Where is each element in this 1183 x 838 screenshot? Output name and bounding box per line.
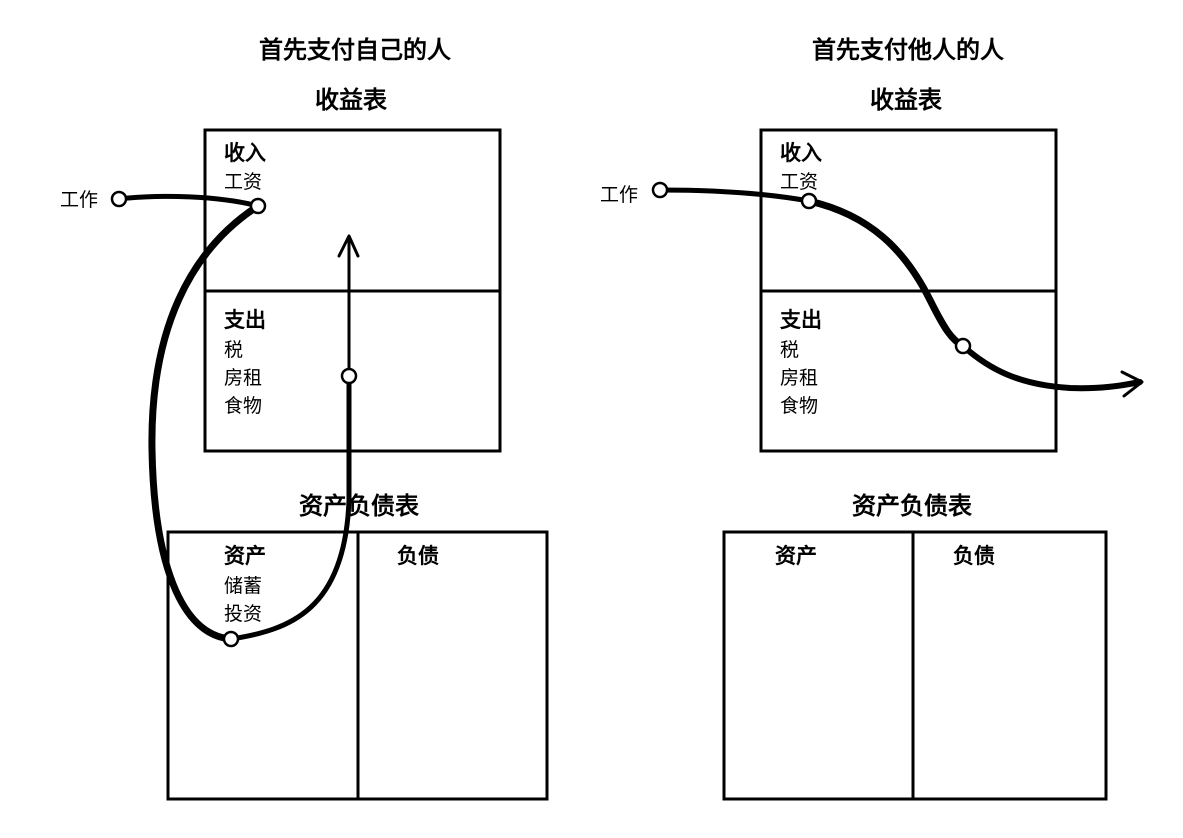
right-expense-heading: 支出 — [780, 308, 822, 332]
right-assets-heading: 资产 — [775, 544, 817, 568]
right-arrow-head-icon — [1120, 370, 1144, 398]
left-flow-assets-to-expenses — [228, 373, 352, 642]
right-title: 首先支付他人的人 — [812, 36, 1004, 64]
left-income-heading: 收入 — [224, 141, 266, 165]
left-income-item: 工资 — [224, 171, 262, 193]
left-flow-salary-to-assets — [148, 202, 262, 643]
left-node-salary — [249, 197, 267, 215]
left-panel: 首先支付自己的人 收益表 收入 工资 支出 税 房租 食物 资产负债表 资产 储… — [60, 36, 549, 801]
left-node-work — [110, 190, 128, 208]
right-balance-sheet-title: 资产负债表 — [852, 492, 973, 520]
right-panel: 首先支付他人的人 收益表 收入 工资 支出 税 房租 食物 资产负债表 资产 负… — [600, 36, 1144, 801]
left-expense-item: 房租 — [224, 367, 262, 389]
left-assets-heading: 资产 — [224, 544, 266, 568]
left-work-label: 工作 — [60, 189, 98, 211]
left-arrow-head-icon — [337, 234, 360, 258]
right-flow-salary-to-expenses — [805, 197, 967, 350]
right-liabilities-heading: 负债 — [953, 544, 995, 568]
left-expense-heading: 支出 — [224, 308, 266, 332]
right-node-expenses — [954, 337, 972, 355]
left-node-expenses — [340, 367, 358, 385]
left-expense-item: 税 — [224, 339, 243, 361]
left-liabilities-heading: 负债 — [397, 544, 439, 568]
left-asset-item: 投资 — [224, 603, 262, 625]
right-work-label: 工作 — [600, 184, 638, 206]
right-income-heading: 收入 — [780, 141, 822, 165]
right-flow-work-to-salary — [657, 187, 812, 204]
left-flow-work-to-salary — [116, 193, 261, 209]
left-asset-item: 储蓄 — [224, 575, 262, 597]
right-node-salary — [800, 192, 818, 210]
right-flow-expenses-out — [960, 343, 1143, 392]
right-node-work — [651, 181, 669, 199]
right-balance-sheet-box — [722, 530, 1108, 801]
left-title: 首先支付自己的人 — [259, 36, 451, 64]
right-income-statement-title: 收益表 — [870, 86, 943, 114]
right-expense-item: 食物 — [780, 395, 818, 417]
right-income-item: 工资 — [780, 171, 818, 193]
right-expense-item: 税 — [780, 339, 799, 361]
right-expense-item: 房租 — [780, 367, 818, 389]
left-node-assets — [222, 630, 240, 648]
left-balance-sheet-title: 资产负债表 — [299, 492, 420, 520]
left-income-statement-title: 收益表 — [315, 86, 388, 114]
left-expense-item: 食物 — [224, 395, 262, 417]
